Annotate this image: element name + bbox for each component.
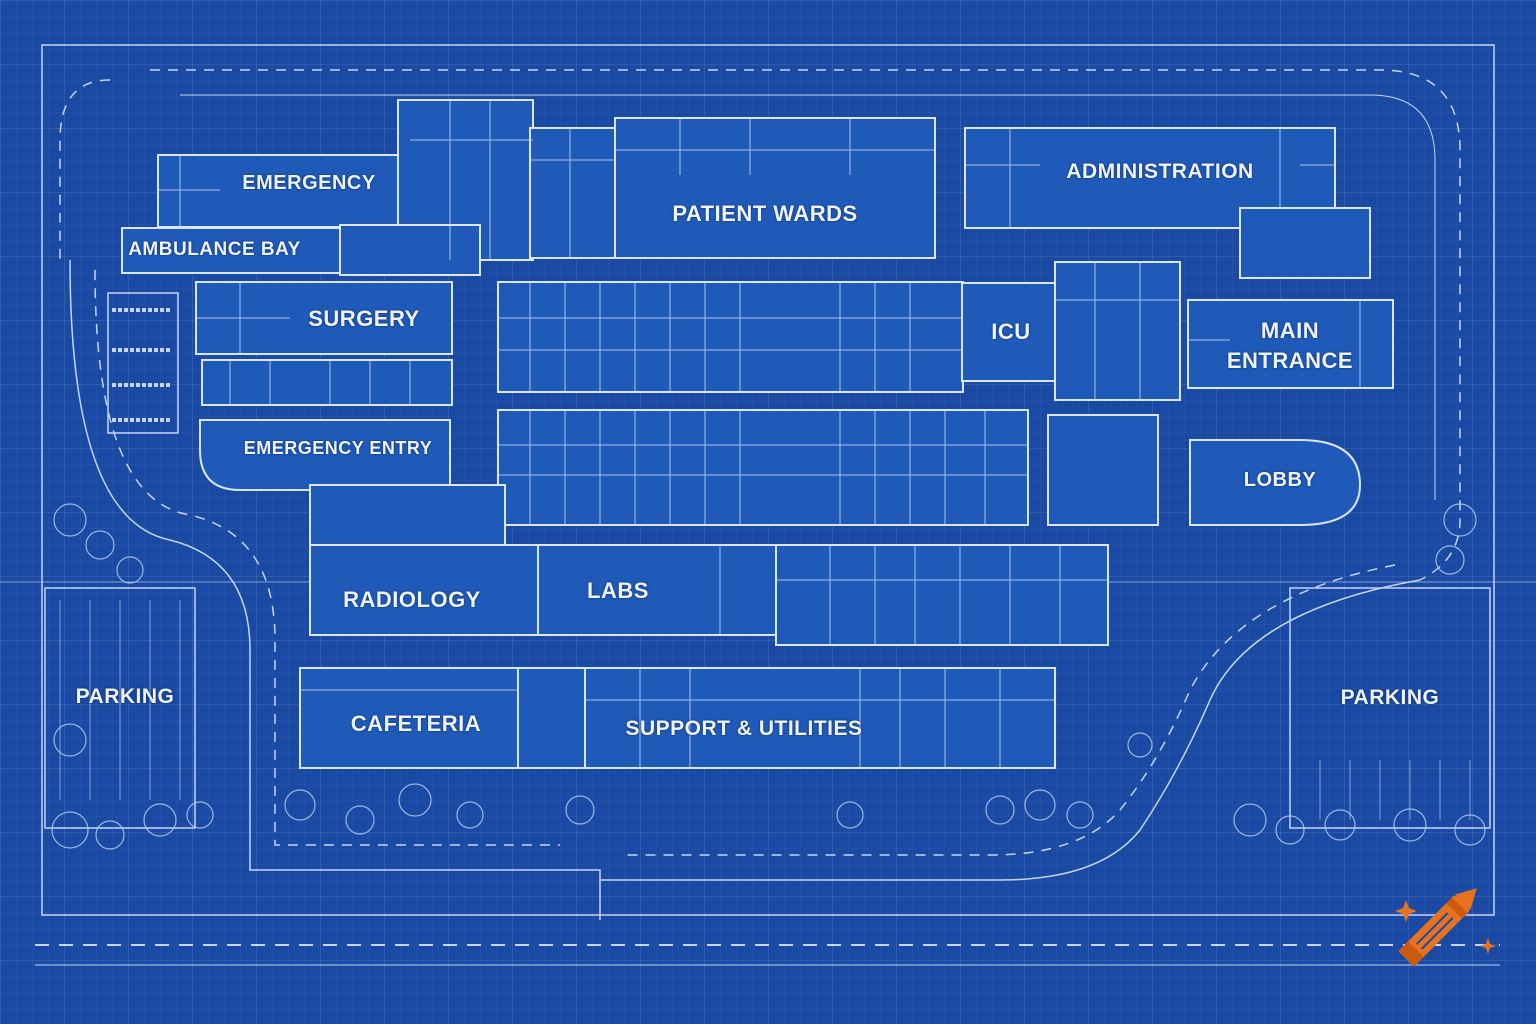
east-road-lane — [620, 564, 1396, 856]
label-labs: LABS — [587, 578, 649, 603]
label-parking-left: PARKING — [75, 685, 175, 708]
label-support-utilities: SUPPORT & UTILITIES — [625, 717, 863, 740]
block-admin-annex — [1239, 207, 1371, 279]
sparkle-icon — [1395, 900, 1496, 954]
parking-lot-right — [1289, 587, 1491, 829]
label-parking-right: PARKING — [1340, 686, 1440, 709]
block-radiology — [309, 544, 541, 636]
trees — [51, 503, 1486, 850]
block-ward-row-1 — [497, 281, 964, 393]
block-lobby — [1189, 439, 1362, 526]
block-icu-support — [1054, 261, 1181, 401]
block-support-utilities — [584, 667, 1056, 769]
surgery-rooms — [196, 282, 411, 405]
ring-road-inner — [180, 94, 1436, 500]
parking-stalls-right — [1319, 760, 1471, 820]
label-emergency-entry: EMERGENCY ENTRY — [243, 438, 433, 458]
north-rooms-east — [615, 118, 1335, 228]
north-rooms — [158, 100, 615, 260]
ring-road-outer — [150, 69, 1461, 581]
ward-row-2-rooms — [498, 410, 1028, 525]
drawing-border — [41, 44, 1495, 916]
label-main-entrance: MAIN ENTRANCE — [1226, 318, 1354, 373]
ward-row-1-rooms — [498, 282, 963, 392]
block-emergency — [157, 154, 404, 228]
ambulance-parking — [107, 292, 179, 434]
pencil-icon — [1398, 888, 1477, 967]
west-road — [69, 259, 601, 920]
east-road — [600, 579, 1421, 881]
parking-lot-left — [44, 587, 196, 829]
label-radiology: RADIOLOGY — [343, 587, 481, 612]
labs-rooms — [719, 545, 1108, 645]
block-icu — [961, 282, 1058, 382]
block-ward-row-2 — [497, 409, 1029, 526]
block-radiology-annex — [309, 484, 506, 546]
label-ambulance-bay: AMBULANCE BAY — [128, 239, 301, 260]
block-ward-east — [1047, 414, 1159, 526]
label-administration: ADMINISTRATION — [1066, 160, 1254, 183]
block-corridor — [339, 224, 481, 276]
support-rooms — [300, 668, 1055, 768]
label-patient-wards: PATIENT WARDS — [672, 201, 858, 226]
block-cafeteria-link — [517, 667, 587, 769]
block-cafeteria — [299, 667, 519, 769]
block-labs-east — [775, 544, 1109, 646]
ring-road-left — [59, 79, 111, 260]
block-patient-wards — [614, 117, 936, 259]
block-surgery-support — [201, 359, 453, 406]
ambulance-stalls — [112, 308, 172, 422]
label-cafeteria: CAFETERIA — [350, 711, 482, 736]
label-surgery: SURGERY — [308, 306, 420, 331]
label-icu: ICU — [991, 319, 1031, 344]
parking-stalls-left — [59, 600, 181, 800]
east-rooms — [1055, 262, 1361, 400]
label-emergency: EMERGENCY — [242, 172, 376, 194]
block-wards-west — [529, 127, 616, 259]
label-lobby: LOBBY — [1243, 469, 1317, 491]
block-main-entrance — [1187, 299, 1394, 389]
west-road-lane — [94, 269, 560, 846]
